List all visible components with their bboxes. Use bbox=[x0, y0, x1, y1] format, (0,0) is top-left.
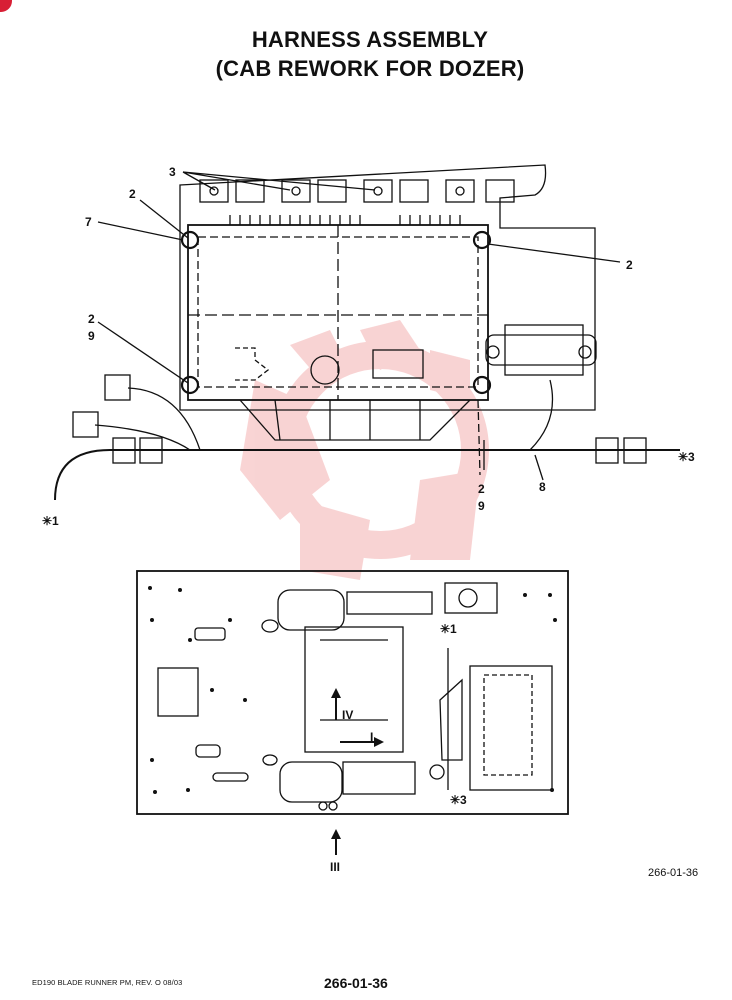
plate-center-cutout bbox=[304, 626, 404, 753]
joystick-right bbox=[279, 761, 343, 803]
leader-7 bbox=[97, 221, 184, 241]
leader-2c bbox=[97, 321, 189, 384]
plate-panel-left bbox=[157, 667, 199, 717]
connector-d bbox=[139, 437, 163, 464]
plate-holes bbox=[148, 586, 557, 794]
connector-star1 bbox=[444, 582, 498, 614]
mount-bolt-bl bbox=[180, 375, 200, 395]
callout-9-bottom: 9 bbox=[478, 499, 485, 513]
page-title: HARNESS ASSEMBLY bbox=[251, 27, 489, 52]
callout-9-left: 9 bbox=[88, 329, 95, 343]
cab-plate bbox=[136, 570, 569, 815]
mount-bolt-tr bbox=[472, 230, 492, 250]
mount-bracket-right bbox=[439, 678, 463, 761]
callout-3: 3 bbox=[169, 165, 176, 179]
drawing-reference-number: 266-01-36 bbox=[648, 867, 699, 879]
footer-manual-info: ED190 BLADE RUNNER PM, REV. O 08/03 bbox=[32, 978, 183, 987]
callout-7: 7 bbox=[85, 215, 92, 229]
leader-8 bbox=[534, 454, 544, 481]
connector-e bbox=[595, 437, 619, 464]
controller-module-right bbox=[469, 665, 553, 791]
callout-2-right: 2 bbox=[626, 258, 633, 272]
leader-3 bbox=[182, 171, 376, 191]
connector-f bbox=[623, 437, 647, 464]
star-3-plate-label: ✳3 bbox=[450, 793, 467, 807]
leader-2d bbox=[477, 399, 481, 476]
callout-2-top: 2 bbox=[129, 187, 136, 201]
star-1-label: ✳1 bbox=[42, 514, 59, 528]
page-subtitle: (CAB REWORK FOR DOZER) bbox=[215, 56, 525, 81]
view-label-iii: III bbox=[330, 860, 340, 874]
connector-a bbox=[104, 374, 131, 401]
relay-module bbox=[485, 334, 597, 366]
connector-c bbox=[112, 437, 136, 464]
callout-8: 8 bbox=[539, 480, 546, 494]
lower-tray bbox=[239, 399, 471, 441]
view-label-i: I bbox=[370, 730, 373, 744]
leader-2a bbox=[139, 199, 189, 239]
callout-2-left: 2 bbox=[88, 312, 95, 326]
view-label-iv: IV bbox=[342, 708, 353, 722]
connector-b bbox=[72, 411, 99, 438]
connector-row bbox=[199, 179, 515, 203]
main-harness-line bbox=[54, 449, 680, 501]
harness-upper-view bbox=[54, 164, 680, 501]
heatsink-fins bbox=[229, 215, 461, 225]
star-1-plate-label: ✳1 bbox=[440, 622, 457, 636]
footer-page-number: 266-01-36 bbox=[324, 975, 388, 991]
mount-bolt-br bbox=[472, 375, 492, 395]
star-3-label: ✳3 bbox=[678, 450, 695, 464]
cab-plate-view bbox=[136, 570, 569, 855]
joystick-left bbox=[277, 589, 345, 631]
callout-2-bottom: 2 bbox=[478, 482, 485, 496]
leader-2b bbox=[487, 243, 621, 263]
